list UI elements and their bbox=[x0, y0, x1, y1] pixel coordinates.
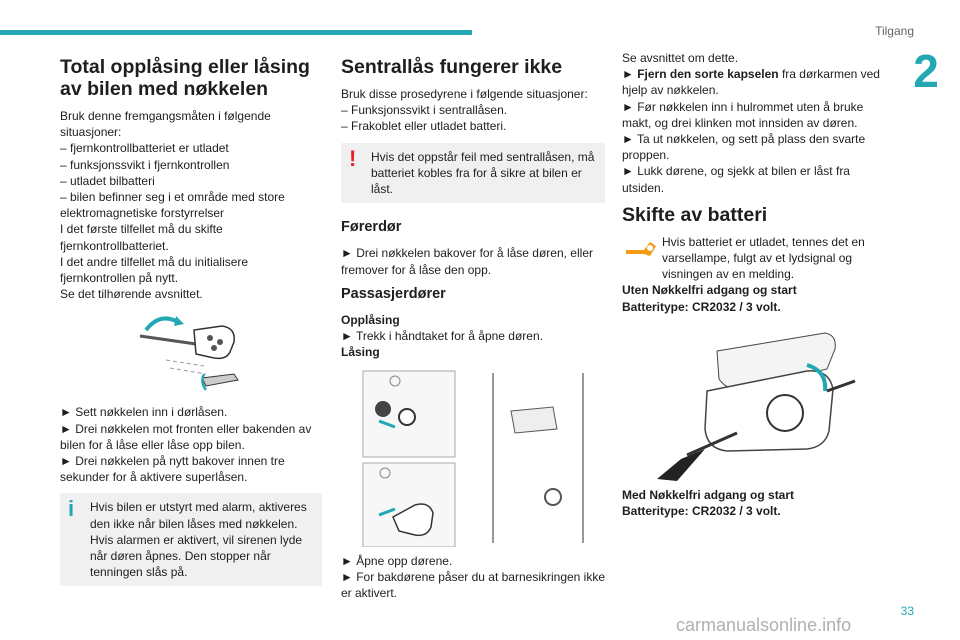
paragraph: I det andre tilfellet må du initialisere… bbox=[60, 254, 249, 286]
info-icon: i bbox=[68, 496, 75, 522]
heading-central-locking: Sentrallås fungerer ikke bbox=[341, 56, 563, 78]
key-in-lock-illustration bbox=[139, 316, 239, 392]
page-number: 33 bbox=[900, 604, 914, 618]
door-latch-illustration bbox=[362, 370, 584, 547]
step: ► Drei nøkkelen mot fronten eller bakend… bbox=[60, 421, 312, 452]
step: ► Ta ut nøkkelen, og sett på plass den s… bbox=[622, 132, 866, 163]
chapter-number: 2 bbox=[913, 45, 939, 97]
keyless-label: Med Nøkkelfri adgang og start bbox=[622, 487, 795, 502]
heading-driver-door: Førerdør bbox=[341, 219, 402, 236]
battery-warning-text: Hvis batteriet er utladet, tennes det en… bbox=[662, 234, 865, 282]
list-item: – Frakoblet eller utladet batteri. bbox=[341, 119, 507, 134]
reference-text: Se avsnittet om dette. bbox=[622, 51, 739, 65]
watermark: carmanualsonline.info bbox=[676, 615, 852, 635]
unlock-text: ► Trekk i håndtaket for å åpne døren. bbox=[341, 329, 543, 344]
list-item: – utladet bilbatteri bbox=[60, 173, 155, 188]
step: ► Før nøkkelen inn i hulrommet uten å br… bbox=[622, 99, 864, 130]
list-item: – funksjonssvikt i fjernkontrollen bbox=[60, 157, 230, 172]
list-item: – fjernkontrollbatteriet er utladet bbox=[60, 141, 229, 156]
intro-text: Bruk disse prosedyrene i følgende situas… bbox=[341, 87, 588, 101]
step: ► Lukk dørene, og sjekk at bilen er låst… bbox=[622, 164, 850, 195]
list-item: – bilen befinner seg i et område med sto… bbox=[60, 190, 285, 221]
battery-warning: Hvis batteriet er utladet, tennes det en… bbox=[622, 234, 892, 283]
step-bold: Fjern den sorte kapselen bbox=[637, 67, 779, 82]
section-title: Tilgang bbox=[875, 24, 914, 38]
step: ► Åpne opp dørene. bbox=[341, 553, 453, 568]
list-item: – Funksjonssvikt i sentrallåsen. bbox=[341, 103, 508, 118]
heading-total-locking: Total opplåsing eller låsing av bilen me… bbox=[60, 56, 310, 100]
no-keyless-battery-type: Batteritype: CR2032 / 3 volt. bbox=[622, 299, 781, 314]
info-box: i Hvis bilen er utstyrt med alarm, aktiv… bbox=[60, 493, 322, 587]
warning-icon: ! bbox=[349, 145, 357, 171]
info-text: Hvis bilen er utstyrt med alarm, aktiver… bbox=[90, 500, 307, 580]
no-keyless-label: Uten Nøkkelfri adgang og start bbox=[622, 283, 797, 298]
battery-replacement-illustration bbox=[657, 332, 856, 481]
key-battery-icon bbox=[626, 241, 656, 256]
paragraph: Se det tilhørende avsnittet. bbox=[60, 287, 203, 302]
step: ► For bakdørene påser du at barnesikring… bbox=[341, 569, 606, 601]
column-2: Sentrallås fungerer ikke Bruk disse pros… bbox=[341, 56, 605, 601]
unlock-label: Opplåsing bbox=[341, 313, 400, 328]
warning-text: Hvis det oppstår feil med sentrallåsen, … bbox=[371, 149, 595, 197]
step: ► Sett nøkkelen inn i dørlåsen. bbox=[60, 405, 228, 420]
driver-door-text: ► Drei nøkkelen bakover for å låse døren… bbox=[341, 246, 593, 277]
header-accent-bar bbox=[0, 30, 472, 35]
warning-box: ! Hvis det oppstår feil med sentrallåsen… bbox=[341, 142, 605, 204]
step: ► Fjern den sorte kapselen fra dørkarmen… bbox=[622, 67, 880, 98]
heading-battery-change: Skifte av batteri bbox=[622, 203, 768, 226]
heading-passenger-doors: Passasjerdører bbox=[341, 285, 446, 302]
step: ► Drei nøkkelen på nytt bakover innen tr… bbox=[60, 454, 285, 485]
paragraph: I det første tilfellet må du skifte fjer… bbox=[60, 222, 223, 253]
intro-text: Bruk denne fremgangsmåten i følgende sit… bbox=[60, 109, 271, 140]
column-3: Se avsnittet om dette. ► Fjern den sorte… bbox=[622, 50, 892, 519]
keyless-battery-type: Batteritype: CR2032 / 3 volt. bbox=[622, 504, 781, 519]
column-1: Total opplåsing eller låsing av bilen me… bbox=[60, 56, 322, 594]
lock-label: Låsing bbox=[341, 345, 380, 360]
